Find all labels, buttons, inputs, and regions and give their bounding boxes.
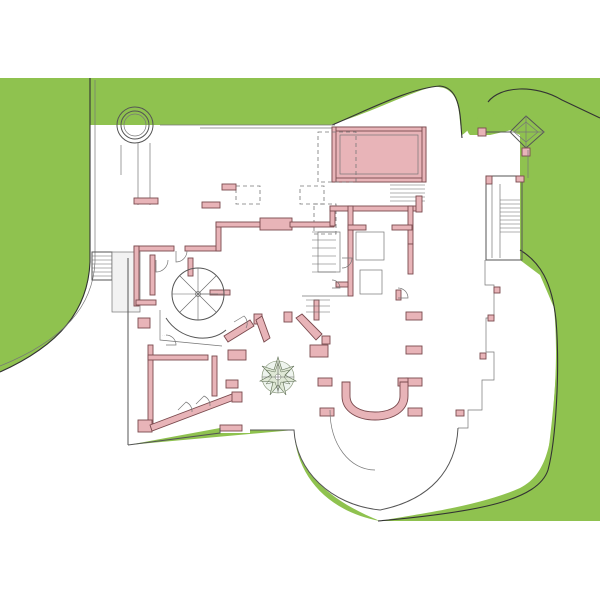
lawn-east-edge [377, 88, 600, 522]
east-staircase [485, 175, 525, 261]
interior-stair [306, 231, 336, 313]
lawn-north-edge [331, 85, 463, 139]
north-dashed-outlines [235, 185, 337, 235]
apse-arc [329, 409, 376, 471]
terrace-pergola [317, 126, 427, 183]
north-terrace-lines [160, 124, 335, 129]
gazebo [477, 115, 545, 178]
round-garden-feature [116, 106, 154, 144]
south-house-edge [127, 258, 221, 446]
east-terrace-piers [455, 286, 501, 417]
garden-path [120, 143, 151, 205]
east-terrace-edge [379, 427, 459, 511]
west-entry-steps [91, 251, 113, 281]
lawn-west-inner-edge [0, 80, 96, 367]
lawn-east [380, 88, 600, 522]
door-swings [155, 250, 409, 413]
star-paving-rosette [258, 355, 298, 396]
small-label: · · · [162, 333, 167, 337]
lawn-west-edge [0, 78, 91, 373]
house-walls [133, 183, 423, 433]
lawn-north [400, 78, 600, 135]
south-terrace-edge [250, 429, 381, 511]
spiral-staircase [159, 267, 227, 347]
east-terrace-outline [458, 260, 495, 429]
apse-bay [341, 381, 409, 421]
